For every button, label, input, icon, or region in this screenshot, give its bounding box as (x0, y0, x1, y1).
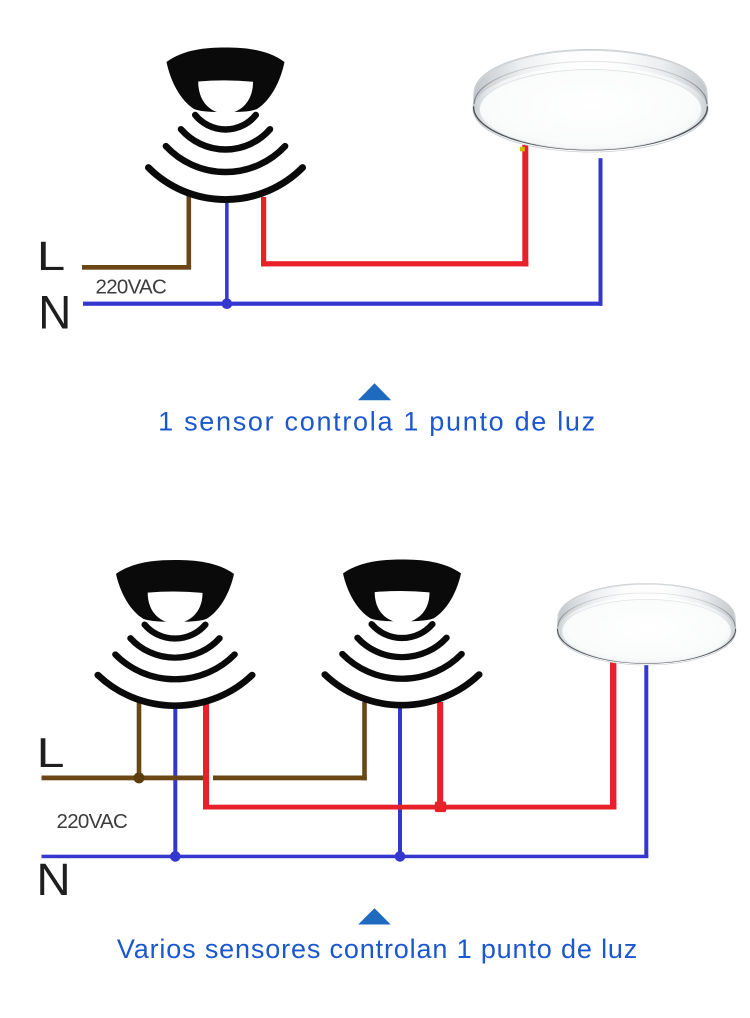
svg-text:Varios sensores controlan 1 pu: Varios sensores controlan 1 punto de luz (117, 934, 638, 964)
svg-text:N: N (36, 854, 70, 905)
svg-text:220VAC: 220VAC (57, 810, 129, 833)
svg-text:L: L (37, 233, 65, 279)
svg-text:L: L (37, 729, 65, 776)
svg-text:N: N (38, 286, 71, 339)
svg-text:220VAC: 220VAC (96, 275, 168, 298)
svg-text:1 sensor controla 1 punto de l: 1 sensor controla 1 punto de luz (158, 407, 597, 437)
